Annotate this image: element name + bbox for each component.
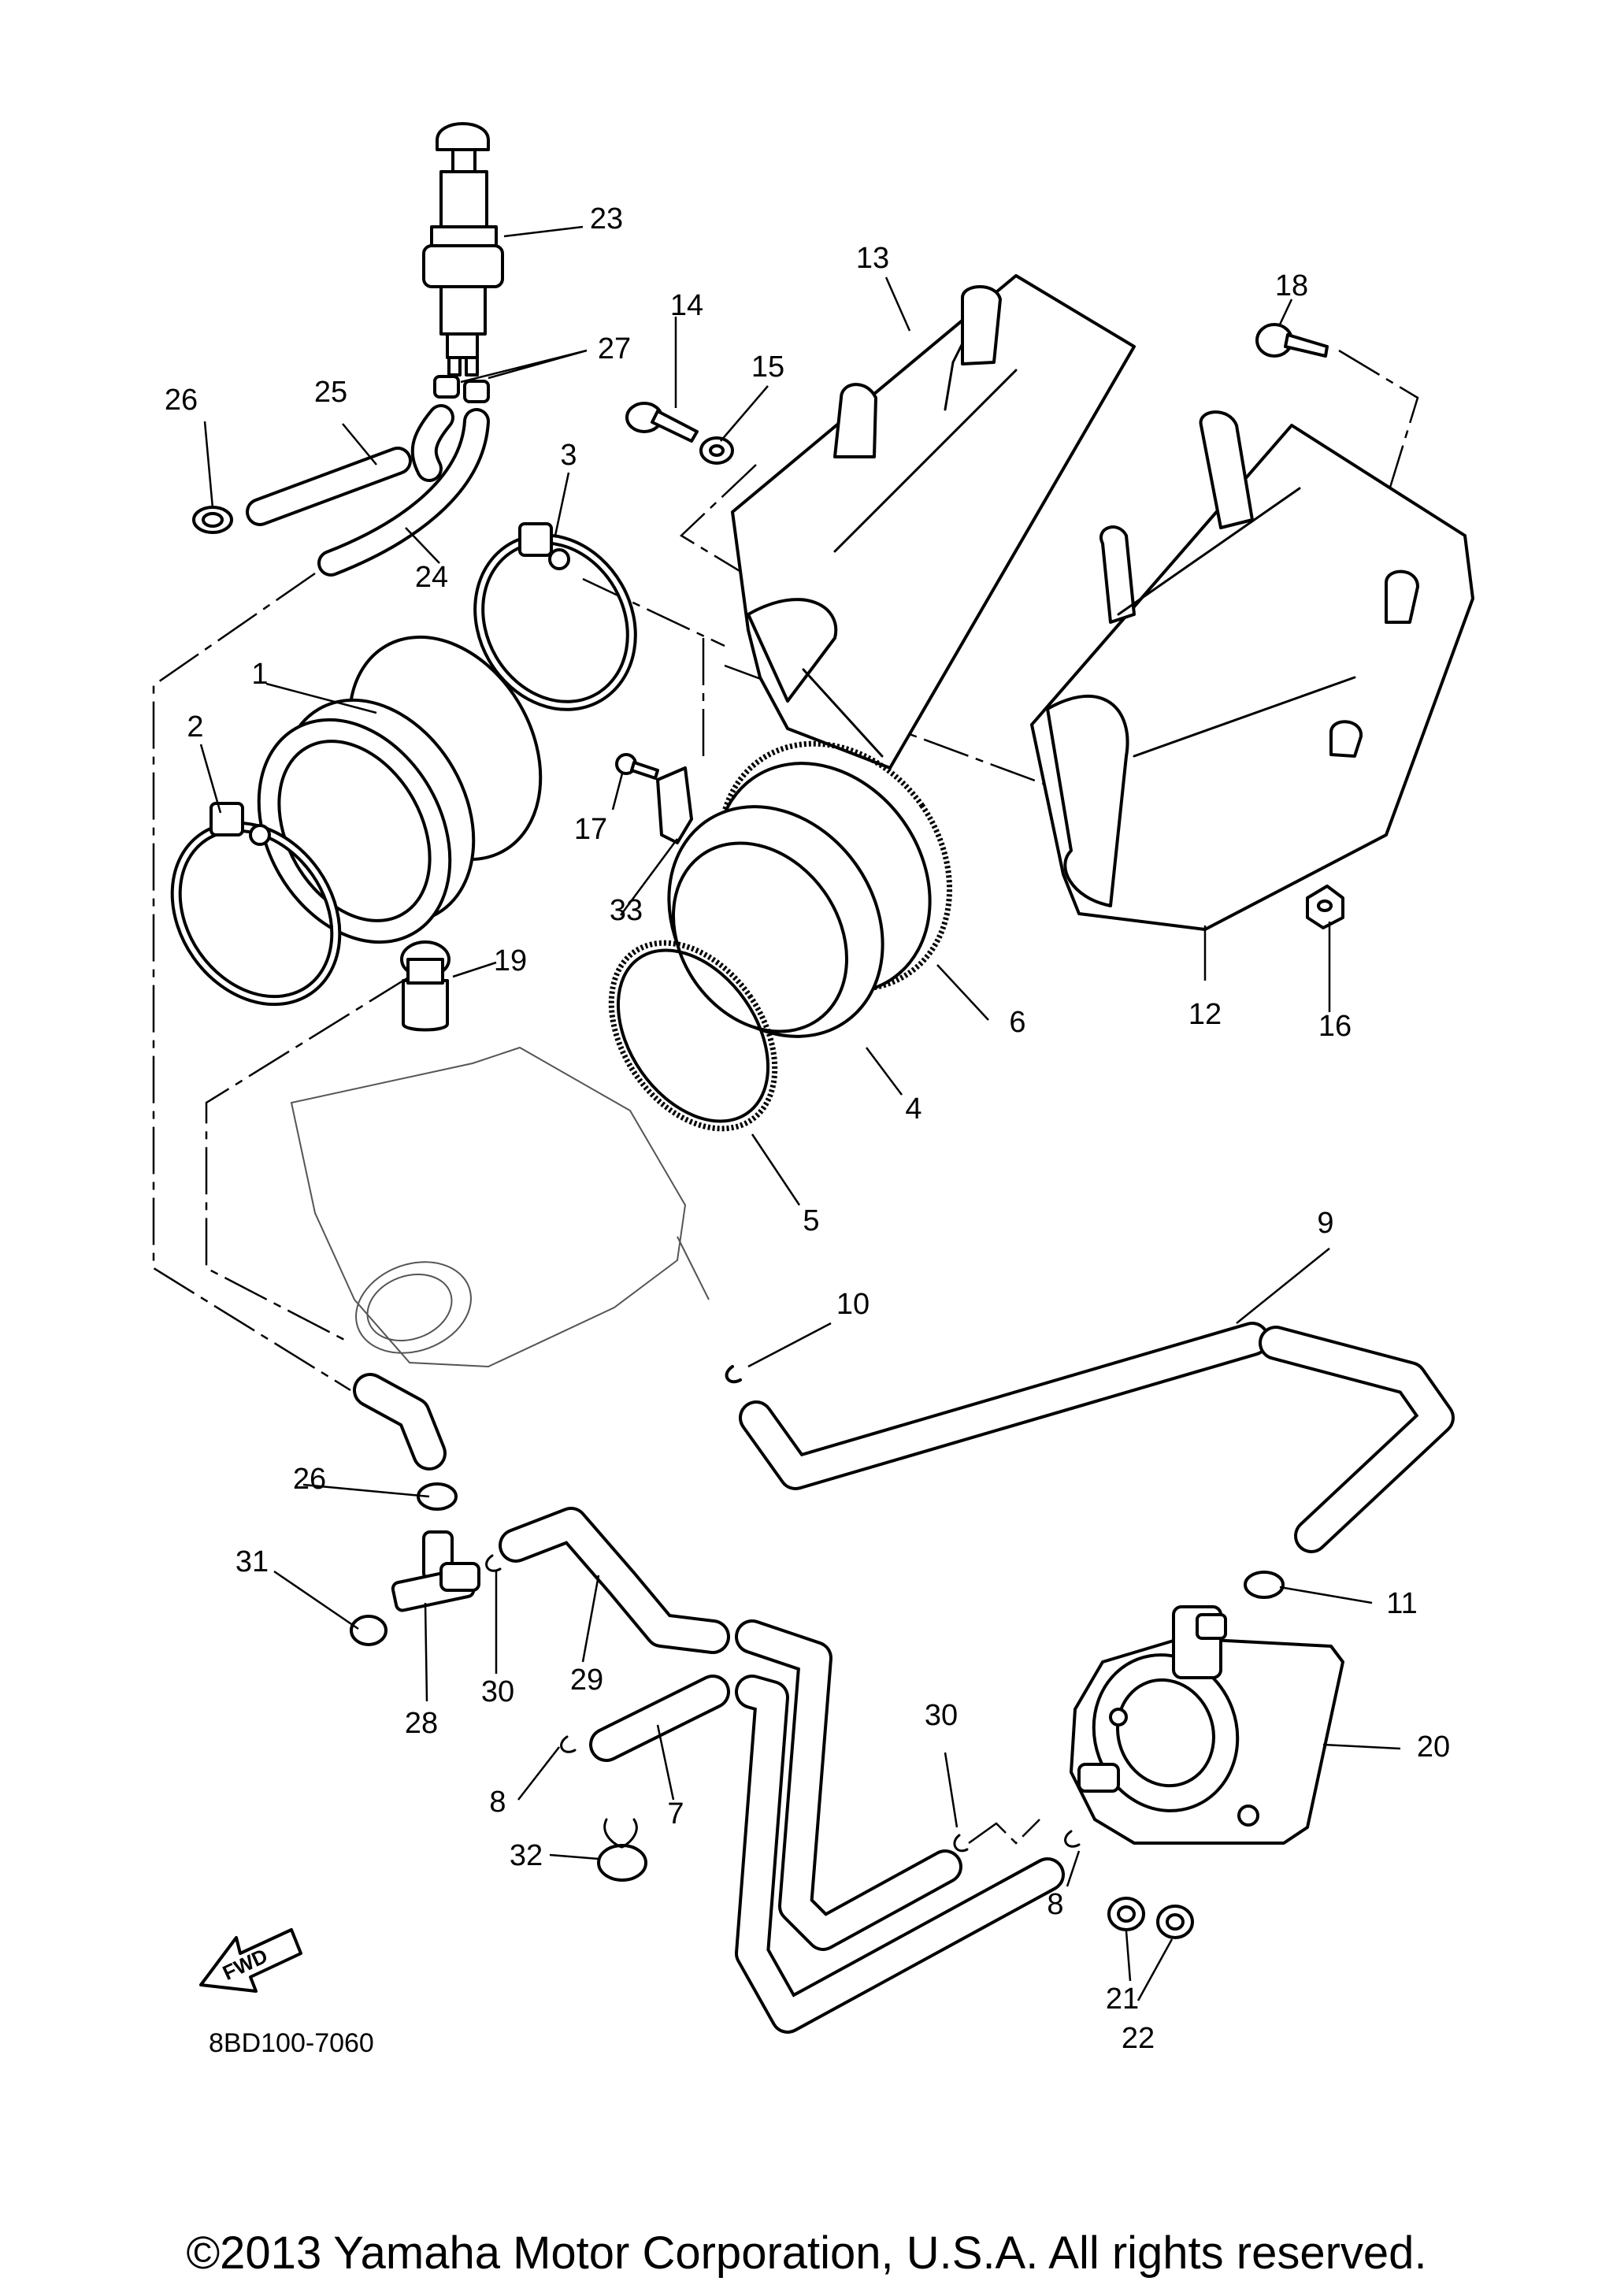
- fuel-hose-29: [499, 1507, 730, 1654]
- carburetor-reference: [290, 1046, 710, 1368]
- bolt-14: [625, 402, 699, 443]
- callout-31: 31: [235, 1545, 269, 1578]
- tee-fitting-28: [391, 1530, 480, 1612]
- collar-22: [1156, 1905, 1194, 1939]
- callout-22: 22: [1122, 2022, 1155, 2055]
- callout-8b: 8: [1047, 1888, 1063, 1921]
- callout-numbers: 1234567889101112131415161718192021222324…: [165, 202, 1450, 2055]
- callout-26a: 26: [165, 384, 198, 417]
- callout-30b: 30: [925, 1699, 958, 1732]
- hose-clips-27: [433, 375, 490, 403]
- callout-25: 25: [314, 376, 347, 409]
- airbox-case: [1030, 410, 1474, 931]
- hose-clips-30: [485, 1554, 969, 1853]
- diagram-code: 8BD100-7060: [209, 2028, 374, 2058]
- callout-30a: 30: [481, 1675, 514, 1708]
- fuel-hose-9: [739, 1322, 1455, 1553]
- starter-plunger: [422, 122, 504, 376]
- fuel-pump: [1070, 1605, 1344, 1845]
- callout-17: 17: [574, 813, 607, 846]
- clamp-3: [473, 522, 637, 711]
- copyright-notice: ©2013 Yamaha Motor Corporation, U.S.A. A…: [186, 2227, 1426, 2279]
- callout-33: 33: [610, 894, 643, 927]
- leader-lines: [199, 225, 1401, 2001]
- callout-27: 27: [598, 332, 631, 365]
- callout-7: 7: [667, 1797, 684, 1830]
- callout-12: 12: [1188, 998, 1222, 1031]
- callout-5: 5: [803, 1204, 819, 1237]
- callout-16: 16: [1318, 1010, 1352, 1043]
- callout-1: 1: [251, 658, 268, 691]
- clip-10: [725, 1365, 742, 1384]
- callout-26b: 26: [293, 1463, 326, 1496]
- hose-elbow-upper: [353, 1373, 447, 1471]
- bolt-18: [1255, 323, 1329, 358]
- callout-32: 32: [510, 1839, 543, 1872]
- clip-33: [656, 766, 693, 844]
- grommet-21: [1107, 1897, 1145, 1931]
- cap-19: [400, 940, 451, 1032]
- callout-23: 23: [590, 202, 623, 236]
- callout-28: 28: [405, 1707, 438, 1740]
- callout-29: 29: [570, 1664, 603, 1697]
- fuel-hose-7: [589, 1675, 730, 1762]
- washer-15: [699, 436, 734, 465]
- callout-19: 19: [494, 944, 527, 977]
- callout-15: 15: [751, 351, 784, 384]
- callout-21: 21: [1106, 1983, 1139, 2016]
- clamp-26-lower: [417, 1482, 458, 1511]
- callout-4: 4: [905, 1092, 921, 1126]
- callout-9: 9: [1317, 1207, 1333, 1240]
- callout-24: 24: [415, 561, 448, 594]
- screw-17: [615, 753, 659, 780]
- callout-6: 6: [1009, 1006, 1025, 1039]
- callout-11: 11: [1386, 1587, 1417, 1620]
- filter-joint: [667, 740, 953, 1038]
- fuel-hose-long-u: [735, 1619, 1065, 2034]
- clamp-2: [170, 802, 342, 1007]
- band-5: [608, 940, 778, 1132]
- airbox-cover: [731, 274, 1136, 770]
- clamp-31: [350, 1615, 387, 1646]
- fwd-arrow: FWD: [199, 1928, 302, 1993]
- callout-3: 3: [560, 439, 577, 472]
- callout-18: 18: [1275, 269, 1308, 302]
- callout-10: 10: [836, 1288, 870, 1321]
- clamp-11: [1244, 1571, 1285, 1599]
- callout-2: 2: [187, 710, 203, 744]
- callout-14: 14: [670, 289, 703, 322]
- callout-8a: 8: [489, 1786, 506, 1819]
- vent-hoses: [246, 404, 490, 577]
- clip-32: [597, 1818, 647, 1882]
- callout-13: 13: [856, 242, 889, 275]
- hose-clips-8: [560, 1735, 1081, 1848]
- intake-joint: [257, 635, 543, 944]
- nut-16: [1306, 885, 1344, 929]
- callout-20: 20: [1417, 1730, 1450, 1764]
- clamp-26-top: [192, 506, 233, 534]
